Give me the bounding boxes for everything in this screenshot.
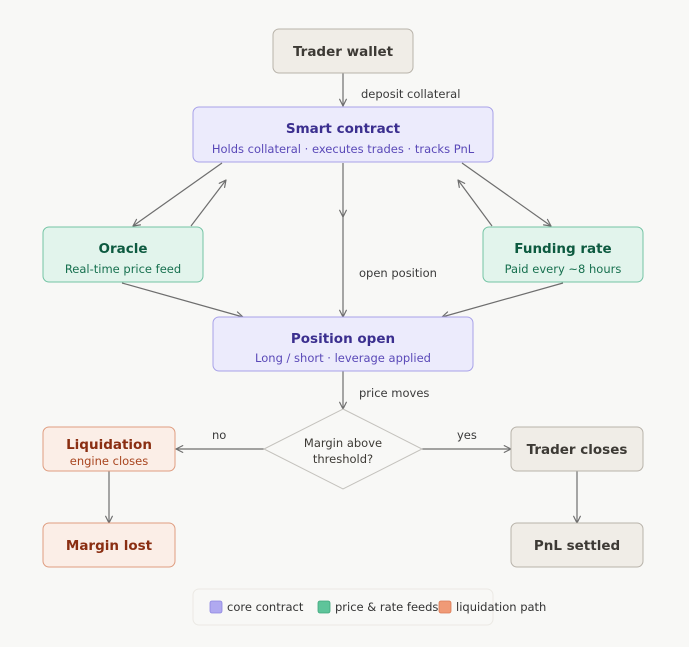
edge-oracle-to-position	[121, 282, 244, 320]
node-liquidation: Liquidation engine closes	[42, 426, 176, 472]
edge-label-price-moves: price moves	[359, 386, 429, 400]
node-decision-line2: threshold?	[313, 452, 373, 466]
node-position-open: Position open Long / short · leverage ap…	[212, 316, 474, 372]
node-margin-decision: Margin above threshold?	[262, 408, 424, 490]
legend: core contract price & rate feeds liquida…	[192, 588, 546, 626]
node-position-open-subtitle: Long / short · leverage applied	[255, 351, 431, 365]
node-liquidation-subtitle: engine closes	[70, 454, 149, 468]
node-smart-contract-subtitle: Holds collateral · executes trades · tra…	[212, 142, 475, 156]
node-position-open-title: Position open	[291, 331, 395, 347]
node-oracle: Oracle Real-time price feed	[42, 226, 204, 283]
node-decision-line1: Margin above	[304, 436, 382, 450]
node-trader-wallet: Trader wallet	[272, 28, 414, 74]
edge-label-deposit-collateral: deposit collateral	[361, 87, 460, 101]
edge-funding-to-contract	[457, 179, 493, 227]
node-funding-rate-title: Funding rate	[514, 241, 611, 257]
edge-label-yes: yes	[457, 428, 477, 442]
legend-label-core: core contract	[227, 600, 304, 614]
node-oracle-title: Oracle	[98, 241, 147, 257]
node-funding-rate: Funding rate Paid every ~8 hours	[482, 226, 644, 283]
node-liquidation-title: Liquidation	[66, 437, 152, 453]
edge-contract-to-funding	[461, 162, 552, 227]
legend-label-feeds: price & rate feeds	[335, 600, 438, 614]
edge-oracle-to-contract	[190, 179, 227, 227]
edge-label-no: no	[212, 428, 226, 442]
node-funding-rate-subtitle: Paid every ~8 hours	[505, 262, 622, 276]
node-trader-closes-title: Trader closes	[527, 442, 628, 458]
edge-contract-to-oracle	[132, 162, 223, 227]
legend-label-liquidation: liquidation path	[456, 600, 546, 614]
node-trader-wallet-title: Trader wallet	[293, 44, 394, 60]
node-trader-closes: Trader closes	[510, 426, 644, 472]
node-pnl-settled: PnL settled	[510, 522, 644, 568]
node-smart-contract: Smart contract Holds collateral · execut…	[192, 106, 494, 163]
node-pnl-settled-title: PnL settled	[534, 538, 620, 554]
edge-funding-to-position	[441, 282, 564, 320]
legend-swatch-feeds	[317, 600, 331, 614]
edges	[105, 73, 581, 524]
node-margin-lost-title: Margin lost	[66, 538, 153, 554]
node-margin-lost: Margin lost	[42, 522, 176, 568]
edge-label-open-position: open position	[359, 266, 437, 280]
legend-swatch-core	[209, 600, 223, 614]
node-smart-contract-title: Smart contract	[286, 121, 401, 137]
legend-box	[192, 588, 494, 626]
node-oracle-subtitle: Real-time price feed	[65, 262, 181, 276]
legend-swatch-liquidation	[438, 600, 452, 614]
